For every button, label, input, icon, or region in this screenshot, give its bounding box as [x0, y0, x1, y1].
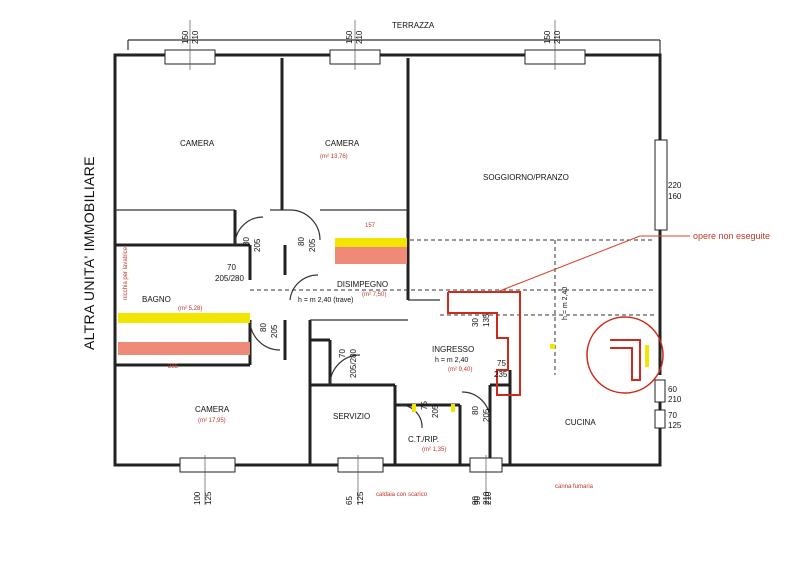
top-windows: 150 210 150 210 150 210 — [164, 20, 586, 70]
room-label-terrazza: TERRAZZA — [392, 21, 435, 30]
dim-ing-d: 210 — [482, 491, 491, 505]
room-label-disimpegno: DISIMPEGNO — [337, 280, 388, 289]
dim-w3-top: 150 — [543, 30, 552, 44]
dim-door-cam1-b: 205 — [253, 238, 262, 252]
room-area-camera-bottom: (m² 17,95) — [198, 418, 226, 424]
yellow-bar-bagno — [118, 313, 250, 323]
note-ct: caldaia con scarico — [376, 492, 428, 498]
red-modification-outline — [447, 235, 690, 396]
room-area-bagno: (m² 5,28) — [178, 306, 202, 312]
room-label-soggiorno: SOGGIORNO/PRANZO — [483, 173, 569, 182]
dim-right-b: 210 — [668, 395, 682, 404]
dim-ing-a: 80 — [471, 406, 480, 415]
room-label-bagno: BAGNO — [142, 295, 171, 304]
dim-bagno-label: 285 — [168, 364, 179, 370]
room-area-ct: (m² 1,35) — [422, 447, 446, 453]
room-area-ingresso: (m² 9,40) — [448, 367, 472, 373]
room-label-camera-bottom: CAMERA — [195, 405, 230, 414]
dim-w3-bot: 210 — [553, 30, 562, 44]
dim-red-d: 235 — [494, 370, 508, 379]
dim-ct-door-a: 75 — [420, 401, 429, 410]
room-label-ingresso: INGRESSO — [432, 345, 474, 354]
room-area-camera-top-mid: (m² 13,76) — [320, 154, 348, 160]
right-window: 220 160 — [654, 139, 682, 231]
dim-red-a: 30 — [471, 318, 480, 327]
note-cucina: canna fumaria — [555, 484, 594, 490]
outer-walls — [113, 53, 662, 467]
room-area-disimpegno: (m² 7,50) — [362, 292, 386, 298]
dim-serv-door-b: 205/280 — [349, 349, 358, 378]
interior-walls — [115, 58, 512, 465]
dim-bagno-door-b: 205/280 — [215, 274, 244, 283]
note-bagno: nicchia per lavatrice — [123, 246, 129, 300]
salmon-bar-bagno — [118, 342, 250, 355]
dim-dis-door-b: 205 — [270, 324, 279, 338]
dim-door-cam2-b: 205 — [308, 238, 317, 252]
door-dimensions: 80 205 80 205 70 205/280 80 205 70 205/2… — [215, 237, 682, 505]
small-notes: nicchia per lavatrice caldaia con scaric… — [123, 223, 594, 498]
dim-red-c: 75 — [497, 359, 506, 368]
dim-w2-top: 150 — [345, 30, 354, 44]
dim-red-b: 135 — [482, 313, 491, 327]
room-label-camera-top-mid: CAMERA — [325, 139, 360, 148]
dim-right-win-top: 220 — [668, 181, 682, 190]
dim-bottom-a2: 125 — [204, 491, 213, 505]
room-labels: CAMERA CAMERA (m² 13,76) SOGGIORNO/PRANZ… — [142, 139, 596, 453]
modification-marks — [118, 238, 649, 412]
annotation-opere-non-eseguite: opere non eseguite — [693, 231, 770, 241]
dim-right-a: 60 — [668, 385, 677, 394]
dim-door-cam2-a: 80 — [297, 237, 306, 246]
dim-right-win-bot: 160 — [668, 192, 682, 201]
room-label-servizio: SERVIZIO — [333, 412, 370, 421]
terrazza-area: TERRAZZA — [127, 21, 661, 135]
annotation-circle — [586, 316, 664, 394]
right-small-windows — [654, 379, 666, 429]
room-label-ct-rip: C.T./RIP. — [408, 435, 439, 444]
dim-right-d: 125 — [668, 421, 682, 430]
dim-right-c: 70 — [668, 411, 677, 420]
bottom-windows: 100 125 65 125 90 210 — [179, 455, 503, 505]
beam-lines — [250, 239, 655, 375]
yellow-bar-disimpegno — [335, 238, 407, 247]
room-label-cucina: CUCINA — [565, 418, 596, 427]
dim-ct-door-b: 205 — [431, 404, 440, 418]
dim-yellow-label: 157 — [365, 223, 376, 229]
dim-w2-bot: 210 — [355, 30, 364, 44]
room-label-camera-top-left: CAMERA — [180, 139, 215, 148]
dim-bottom-b2: 125 — [356, 491, 365, 505]
dim-bottom-b1: 65 — [345, 496, 354, 505]
dim-ing-b: 205 — [482, 408, 491, 422]
salmon-bar-disimpegno — [335, 247, 407, 264]
dim-bagno-door-a: 70 — [227, 263, 236, 272]
beam-height-label: h = m 2,40 (trave) — [298, 297, 353, 304]
dim-ing-c: 90 — [471, 496, 480, 505]
dim-w1-top: 150 — [181, 30, 190, 44]
dim-serv-door-a: 70 — [338, 349, 347, 358]
dim-w1-bot: 210 — [191, 30, 200, 44]
dim-dis-door-a: 80 — [259, 323, 268, 332]
room-height-ingresso: h = m 2,40 — [435, 357, 468, 364]
dim-door-cam1-a: 80 — [242, 237, 251, 246]
side-label-altra-unita: ALTRA UNITA' IMMOBILIARE — [81, 156, 97, 350]
dim-bottom-c2: 210 — [484, 491, 493, 505]
vertical-height-label: h = m 2,40 — [562, 287, 569, 320]
dim-bottom-a1: 100 — [193, 491, 202, 505]
dim-bottom-c1: 90 — [473, 496, 482, 505]
